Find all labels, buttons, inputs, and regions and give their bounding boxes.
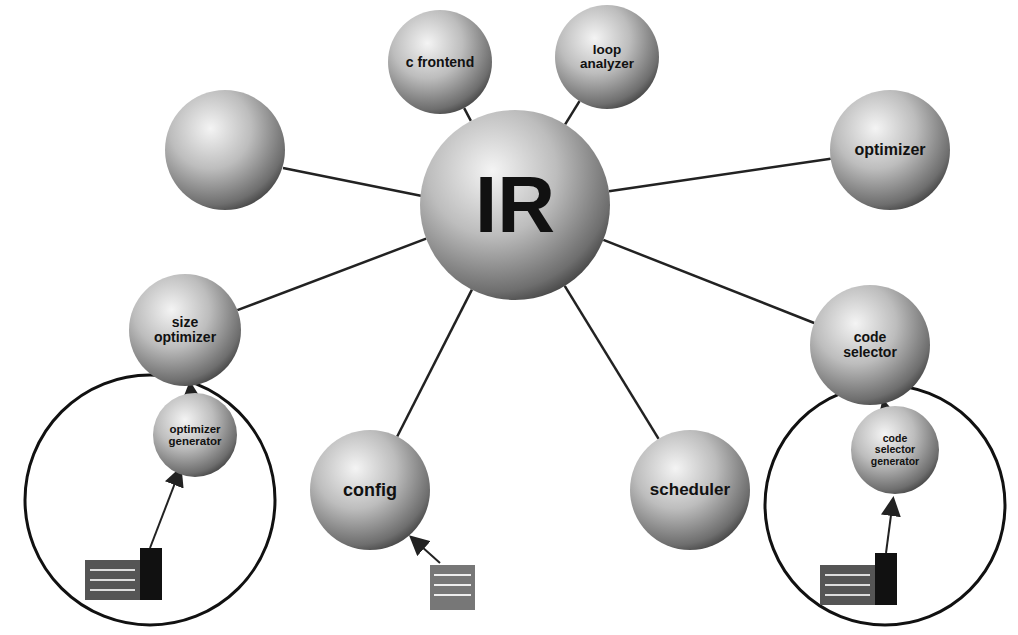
node-label: optimizer — [850, 138, 929, 163]
sphere-node: code selector — [810, 285, 930, 405]
connector-line — [237, 239, 426, 311]
node-label: c frontend — [402, 51, 478, 74]
sphere-node: IR — [420, 110, 610, 300]
enclosure-circle — [765, 385, 1005, 625]
node-label: loop analyzer — [564, 39, 650, 75]
node-label: code selector — [821, 326, 919, 363]
connector-line — [189, 386, 192, 393]
computer-icon — [820, 500, 897, 605]
sphere-node: c frontend — [388, 10, 492, 114]
sphere-node: scheduler — [630, 430, 750, 550]
node-label: IR — [471, 159, 559, 251]
sphere-node: loop analyzer — [555, 5, 659, 109]
connector-line — [565, 101, 579, 124]
sphere-node: config — [310, 430, 430, 550]
connector-line — [565, 286, 659, 439]
node-label: size optimizer — [139, 311, 231, 348]
connector-line — [397, 290, 472, 437]
spoke-line — [283, 168, 422, 196]
node-label: config — [339, 477, 401, 504]
config-file-icon — [412, 538, 475, 610]
sphere-node: optimizer generator — [153, 393, 237, 477]
connector-line — [883, 403, 886, 407]
node-label: optimizer generator — [160, 419, 231, 451]
node-label: code selector generator — [858, 429, 932, 470]
connector-line — [464, 108, 471, 121]
node-label: scheduler — [646, 477, 734, 503]
blank-sphere — [165, 90, 285, 210]
connector-line — [609, 159, 831, 192]
sphere-node: size optimizer — [129, 274, 241, 386]
sphere-node: code selector generator — [851, 406, 939, 494]
connector-line — [603, 240, 814, 323]
computer-icon — [85, 470, 180, 600]
sphere-node: optimizer — [830, 90, 950, 210]
enclosure-circle — [25, 375, 275, 625]
